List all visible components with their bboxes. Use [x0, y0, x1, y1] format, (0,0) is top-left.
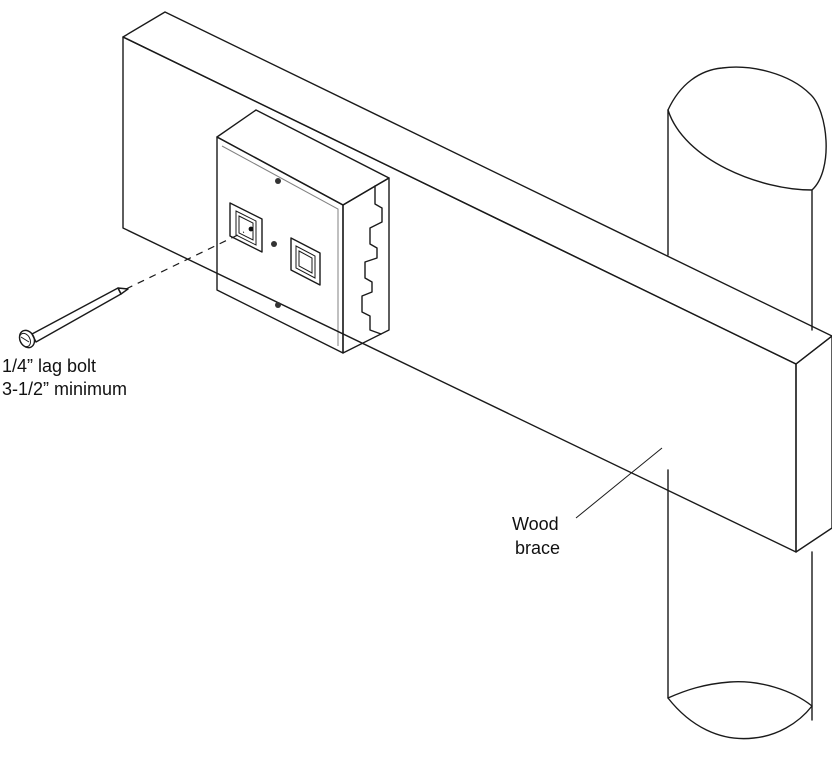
- wood-brace: [122, 11, 832, 553]
- bolt-head-icon: [18, 329, 36, 349]
- box-front-face: [216, 136, 344, 354]
- center-mounting-slot: [290, 237, 321, 286]
- mounting-box: [216, 109, 390, 354]
- bolt-alignment-line: [125, 231, 245, 290]
- wooden-post: [667, 66, 832, 740]
- box-notched-edge: [361, 185, 383, 335]
- screw-top: [275, 178, 281, 184]
- brace-top-face: [122, 11, 832, 365]
- post-lower-cut: [667, 681, 813, 740]
- bolt-shaft: [31, 287, 122, 343]
- post-upper-top: [667, 66, 827, 191]
- screw-left: [271, 241, 277, 247]
- brace-label-line1: Wood: [512, 514, 559, 534]
- box-front-bevel: [221, 145, 339, 346]
- bolt-label-line1: 1/4” lag bolt: [2, 356, 96, 376]
- post-upper-body: [668, 67, 832, 140]
- brace-leader-line: [575, 447, 663, 519]
- bolt-label: 1/4” lag bolt 3-1/2” minimum: [2, 356, 127, 399]
- left-mounting-slot: [229, 202, 263, 253]
- bolt-label-line2: 3-1/2” minimum: [2, 379, 127, 399]
- brace-end-face: [795, 335, 832, 553]
- post-lower-body: [668, 470, 812, 700]
- bolt-tip: [117, 287, 129, 295]
- screw-bottom: [275, 302, 281, 308]
- brace-label: Wood brace: [512, 514, 560, 558]
- box-side-face: [342, 177, 390, 354]
- lag-bolt: [18, 231, 245, 349]
- brace-label-line2: brace: [515, 538, 560, 558]
